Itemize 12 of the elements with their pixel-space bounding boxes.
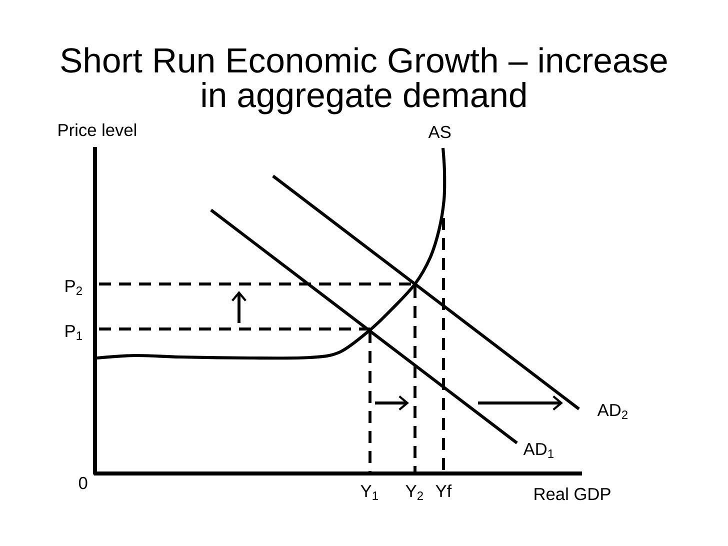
curve-label: AD$_{2}$ — [597, 404, 628, 419]
curve-label: AD$_{1}$ — [523, 443, 554, 458]
tick-label: P$_{2}$ — [66, 280, 82, 295]
tick-label: P$_{1}$ — [66, 325, 82, 340]
tick-label: Yf — [436, 484, 452, 497]
axis-label: Real GDP — [534, 487, 610, 500]
title: Short Run Economic Growth – increase in aggregate demand — [61, 47, 667, 114]
curve-label: AS — [428, 126, 451, 138]
tick-label: Y$_{2}$ — [406, 485, 423, 500]
tick-label: Y$_{1}$ — [360, 485, 378, 500]
tick-label: 0 — [78, 476, 88, 490]
axis-label: Price level — [58, 123, 136, 136]
